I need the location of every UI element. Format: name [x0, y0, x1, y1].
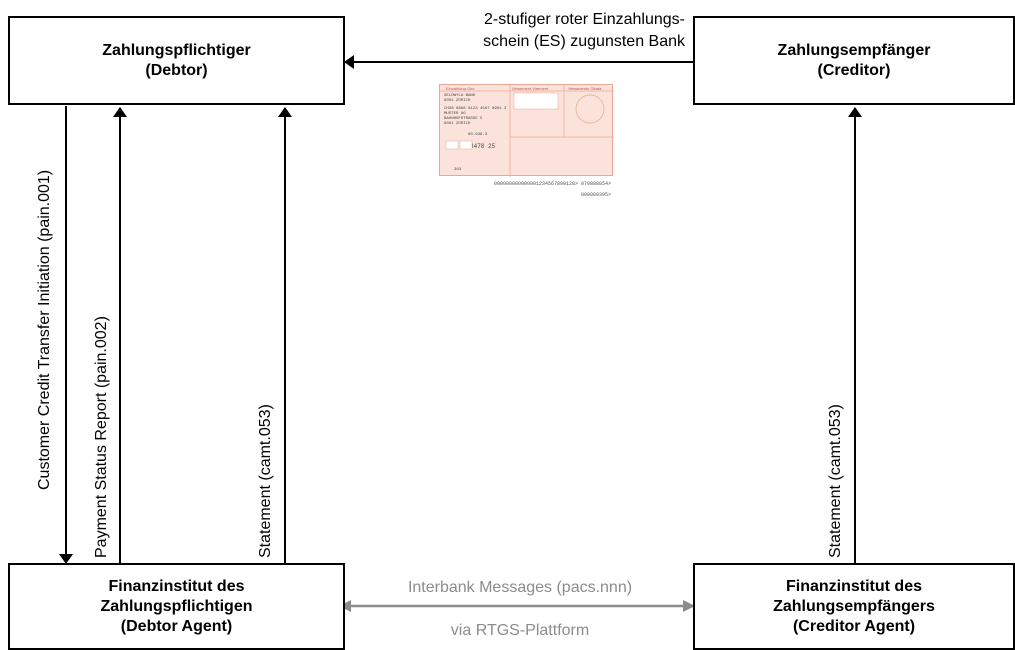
es-label-line2: schein (ES) zugunsten Bank [483, 33, 685, 50]
payment-slip-body: Einzahlung Giro Versement Virement Versa… [439, 84, 614, 177]
creditor-agent-box: Finanzinstitut des Zahlungsempfängers (C… [693, 563, 1015, 650]
creditor-agent-line1: Finanzinstitut des [786, 577, 922, 595]
slip-section-2: Versement Virement [512, 86, 549, 91]
pain002-label: Payment Status Report (pain.002) [93, 316, 110, 558]
slip-ocr-line2: 800009395> [580, 192, 611, 198]
debtor-title: Zahlungspflichtiger [102, 41, 251, 59]
payment-slip-image: Einzahlung Giro Versement Virement Versa… [439, 84, 614, 206]
es-label-line1: 2-stufiger roter Einzahlungs- [484, 11, 685, 28]
debtor-agent-line3: (Debtor Agent) [120, 617, 233, 635]
slip-grid [440, 85, 614, 177]
slip-account: 80-939-3 [468, 133, 488, 137]
camt053-creditor-label: Statement (camt.053) [827, 404, 844, 558]
debtor-box: Zahlungspflichtiger (Debtor) [8, 16, 345, 105]
creditor-box: Zahlungsempfänger (Creditor) [693, 16, 1015, 105]
debtor-agent-line1: Finanzinstitut des [108, 577, 245, 595]
debtor-agent-box: Finanzinstitut des Zahlungspflichtigen (… [8, 563, 345, 650]
creditor-agent-line2: Zahlungsempfängers [773, 597, 935, 615]
slip-section-1: Einzahlung Giro [446, 86, 475, 91]
debtor-agent-line2: Zahlungspflichtigen [100, 597, 253, 615]
slip-section-3: Versamento Girata [568, 86, 602, 91]
creditor-title: Zahlungsempfänger [777, 41, 931, 59]
slip-code: 303 [454, 168, 462, 172]
creditor-subtitle: (Creditor) [817, 61, 891, 79]
creditor-agent-line3: (Creditor Agent) [792, 617, 916, 635]
pain001-label: Customer Credit Transfer Initiation (pai… [36, 169, 53, 490]
debtor-subtitle: (Debtor) [145, 61, 208, 79]
interbank-label: Interbank Messages (pacs.nnn) [407, 579, 633, 596]
rtgs-label: via RTGS-Plattform [450, 622, 590, 639]
slip-ocr-line1: 000000000000001234567890128> 070888854> [493, 181, 611, 187]
camt053-debtor-label: Statement (camt.053) [257, 404, 274, 558]
slip-iban: CH38 0888 8123 4567 8901 2 MUSTER AG BAH… [444, 107, 507, 126]
slip-amount: 8478 25 [470, 143, 496, 150]
slip-bank: SELDWYLA BANK 8001 ZÜRICH [444, 94, 476, 103]
